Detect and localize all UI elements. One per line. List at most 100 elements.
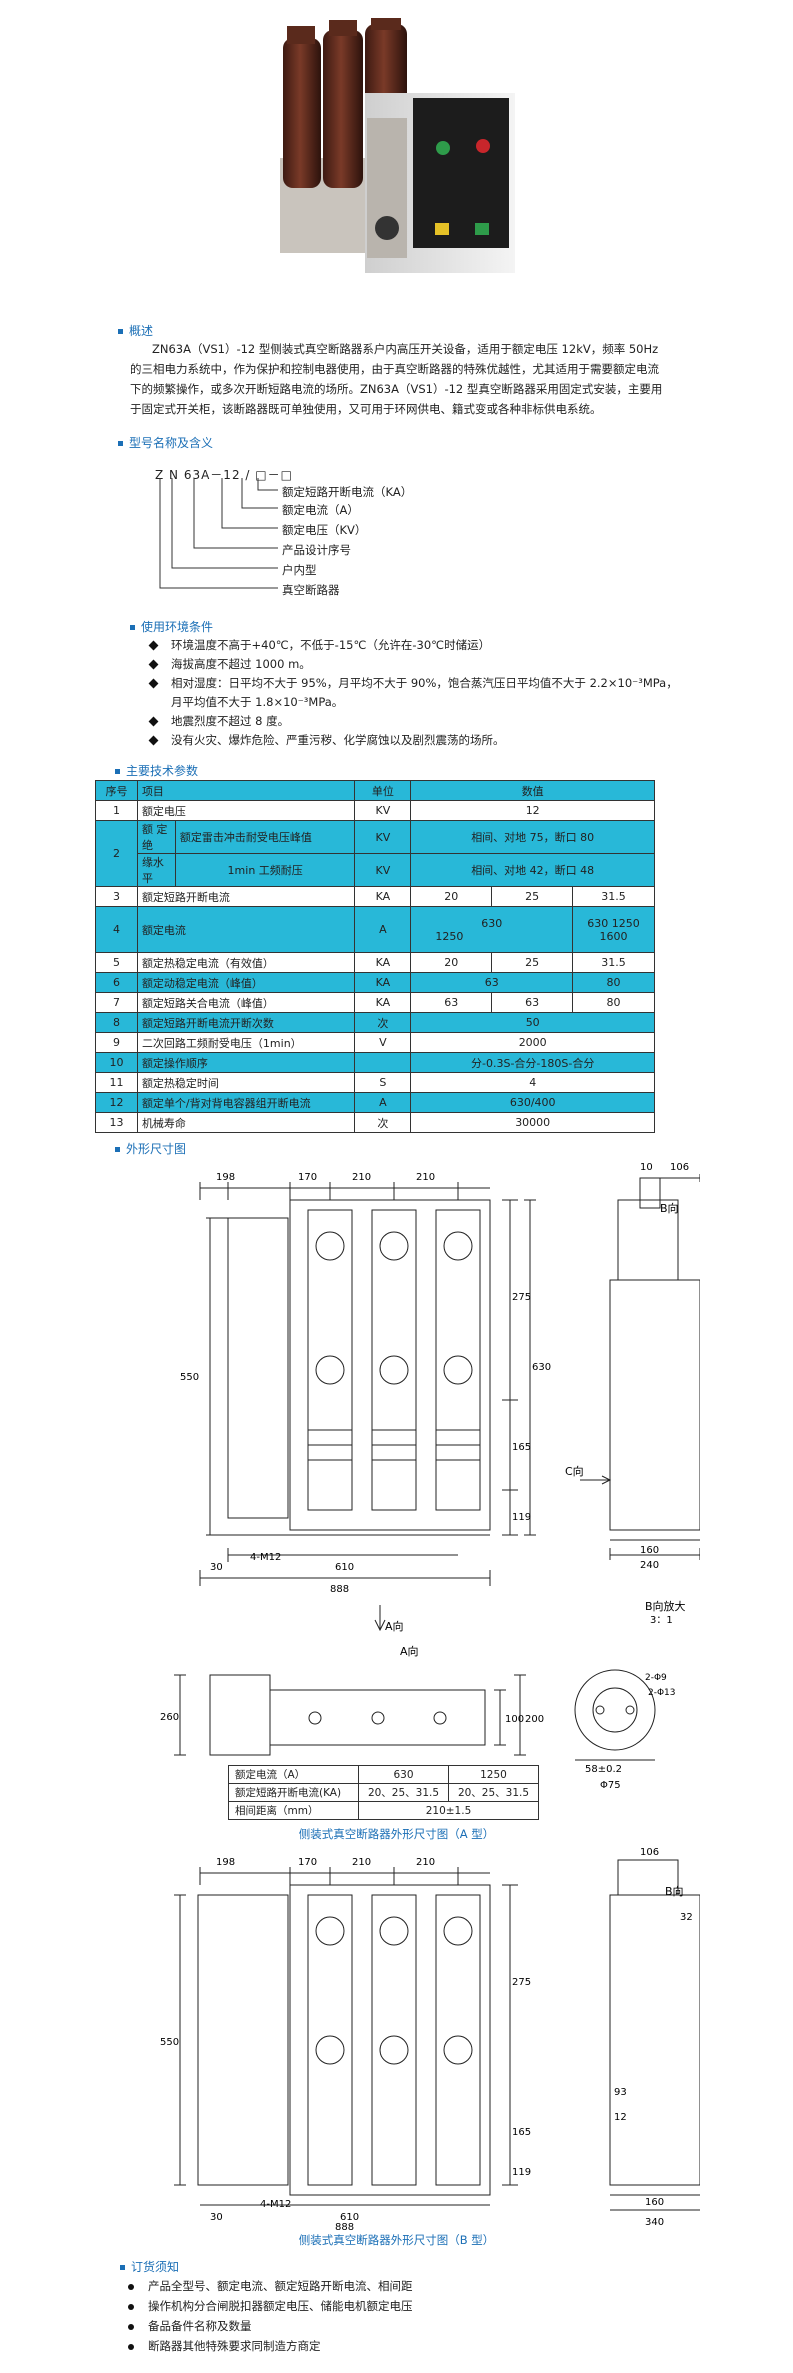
cell: 额定雷击冲击耐受电压峰值: [174, 820, 356, 854]
cell: 13: [95, 1112, 138, 1133]
cell: 额定热稳定时间: [136, 1072, 356, 1093]
dim-phi13: 2-Φ13: [648, 1688, 676, 1698]
order-item: 备品备件名称及数量: [128, 2316, 413, 2336]
caption-type-a: 侧装式真空断路器外形尺寸图（A 型）: [298, 1827, 495, 1841]
table-row: 6 额定动稳定电流（峰值） KA 63 80: [95, 972, 655, 993]
cell: 额定短路关合电流（峰值）: [136, 992, 356, 1013]
condition-item: 环境温度不高于+40℃，不低于-15℃（允许在-30℃时储运）: [148, 636, 678, 655]
dim-210-b: 210: [416, 1172, 435, 1183]
breaker-image: [280, 18, 515, 273]
table-row: 缘水平 1min 工频耐压 KV 相间、对地 42，断口 48: [96, 853, 655, 887]
overview-header: 概述: [118, 322, 153, 339]
dim-550-b: 550: [160, 2037, 179, 2048]
cell: 3: [95, 886, 138, 907]
cell: KA: [354, 952, 412, 973]
cell: 63: [491, 992, 574, 1013]
dim-210-c: 210: [352, 1857, 371, 1868]
cell: 25: [491, 952, 574, 973]
dim-phi75: Φ75: [600, 1780, 621, 1791]
cell: 6: [95, 972, 138, 993]
cell: 80: [572, 992, 655, 1013]
dim-30-b: 30: [210, 2212, 223, 2223]
dim-160-b: 160: [645, 2197, 664, 2208]
dim-100: 100: [505, 1714, 524, 1725]
col-unit: 单位: [354, 780, 412, 801]
model-label-rated-voltage: 额定电压（KV）: [282, 523, 367, 537]
cell: 12: [410, 800, 655, 821]
cell: 2000: [410, 1032, 655, 1053]
cell: KV: [354, 853, 412, 887]
dim-10: 10: [640, 1162, 653, 1173]
dim-210-d: 210: [416, 1857, 435, 1868]
order-item: 断路器其他特殊要求同制造方商定: [128, 2336, 413, 2356]
table-row: 13 机械寿命 次 30000: [95, 1112, 655, 1133]
dim-4m12-b: 4-M12: [260, 2199, 291, 2210]
cell: 相间、对地 75，断口 80: [410, 820, 655, 854]
product-photo: [265, 18, 525, 290]
cell: S: [354, 1072, 412, 1093]
dim-160: 160: [640, 1545, 659, 1556]
order-list: 产品全型号、额定电流、额定短路开断电流、相间距 操作机构分合闸脱扣器额定电压、储…: [128, 2276, 413, 2356]
dim-888: 888: [330, 1584, 349, 1595]
label-enlarge: B向放大: [645, 1599, 686, 1613]
table-row: 1 额定电压 KV 12: [95, 800, 655, 821]
dim-198: 198: [216, 1172, 235, 1183]
cell: 5: [95, 952, 138, 973]
table-row: 10 额定操作顺序 分-0.3S-合分-180S-合分: [95, 1052, 655, 1073]
condition-item: 相对湿度：日平均不大于 95%，月平均不大于 90%，饱合蒸汽压日平均值不大于 …: [148, 674, 678, 693]
cell: [354, 1052, 412, 1073]
cell: 630/400: [410, 1092, 655, 1113]
dim-630: 630: [532, 1362, 551, 1373]
dim-260: 260: [160, 1712, 179, 1723]
dim-240: 240: [640, 1560, 659, 1571]
table-row: 7 额定短路关合电流（峰值） KA 63 63 80: [95, 992, 655, 1013]
cell: 63: [410, 992, 493, 1013]
label-dir-b-b: B向: [665, 1884, 684, 1898]
cell: 分-0.3S-合分-180S-合分: [410, 1052, 655, 1073]
cell: 额定短路开断电流: [136, 886, 356, 907]
cell: 11: [95, 1072, 138, 1093]
model-label-vacuum-breaker: 真空断路器: [282, 583, 340, 597]
cell: 额定电流: [136, 906, 356, 953]
drawing-type-b: 198 170 210 210 106 275 165 119 550 30 6…: [160, 1847, 700, 2233]
dim-170-b: 170: [298, 1857, 317, 1868]
cell: KV: [354, 800, 412, 821]
label-dir-a-top: A向: [400, 1644, 419, 1658]
cell: A: [354, 1092, 412, 1113]
dim-12: 12: [614, 2112, 627, 2123]
order-header: 订货须知: [120, 2258, 179, 2275]
dim-340: 340: [645, 2217, 664, 2228]
cell: KA: [354, 886, 412, 907]
cell: 额定动稳定电流（峰值）: [136, 972, 356, 993]
table-row: 11 额定热稳定时间 S 4: [95, 1072, 655, 1093]
label-dir-a: A向: [385, 1619, 404, 1633]
table-row: 3 额定短路开断电流 KA 20 25 31.5: [95, 886, 655, 907]
conditions-list: 环境温度不高于+40℃，不低于-15℃（允许在-30℃时储运） 海拔高度不超过 …: [148, 636, 678, 750]
cell: 1min 工频耐压: [174, 853, 356, 887]
dim-165-b: 165: [512, 2127, 531, 2138]
cell: 9: [95, 1032, 138, 1053]
dim-198-b: 198: [216, 1857, 235, 1868]
order-item: 产品全型号、额定电流、额定短路开断电流、相间距: [128, 2276, 413, 2296]
cell: 相间、对地 42，断口 48: [410, 853, 655, 887]
dim-106: 106: [670, 1162, 689, 1173]
cell: 80: [572, 972, 655, 993]
cell: A: [354, 906, 412, 953]
cell: 31.5: [572, 952, 655, 973]
col-item: 项目: [136, 780, 356, 801]
cell: KA: [354, 972, 412, 993]
condition-item: 地震烈度不超过 8 度。: [148, 712, 678, 731]
cell: 31.5: [572, 886, 655, 907]
dim-32: 32: [680, 1912, 693, 1923]
dim-200: 200: [525, 1714, 544, 1725]
dim-119: 119: [512, 1512, 531, 1523]
model-label-rated-current: 额定电流（A）: [282, 503, 359, 517]
cell: 20: [410, 952, 493, 973]
dim-119-b: 119: [512, 2167, 531, 2178]
